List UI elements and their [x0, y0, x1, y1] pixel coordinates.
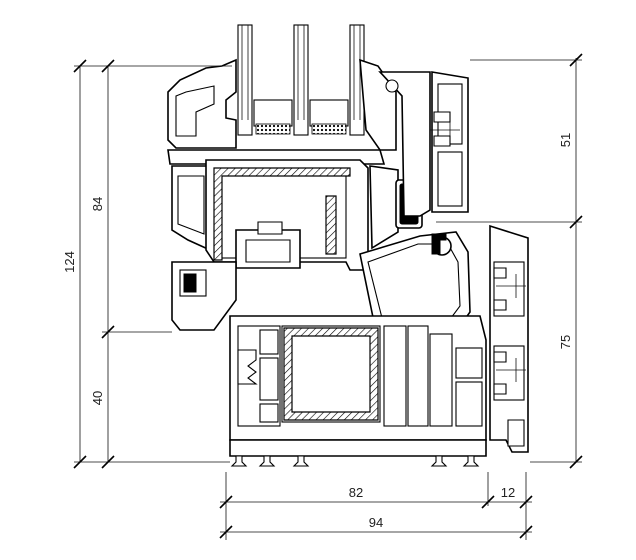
- glass-pane-outer: [237, 24, 253, 136]
- glass-spacers: [253, 99, 349, 135]
- dimension-labels: 124 84 40 51 75 82 12 94: [62, 133, 573, 530]
- dim-label-84: 84: [90, 197, 105, 211]
- dim-label-51: 51: [558, 133, 573, 147]
- sash-profile: [167, 58, 469, 271]
- glazing-unit: [237, 24, 365, 136]
- glass-pane-middle: [293, 24, 309, 136]
- dim-label-82: 82: [349, 485, 363, 500]
- frame-profile: [171, 224, 529, 467]
- dim-label-75: 75: [558, 335, 573, 349]
- dim-label-94: 94: [369, 515, 383, 530]
- dimension-lines: [73, 53, 583, 540]
- dim-label-40: 40: [90, 391, 105, 405]
- dim-label-12: 12: [501, 485, 515, 500]
- dim-label-124: 124: [62, 251, 77, 273]
